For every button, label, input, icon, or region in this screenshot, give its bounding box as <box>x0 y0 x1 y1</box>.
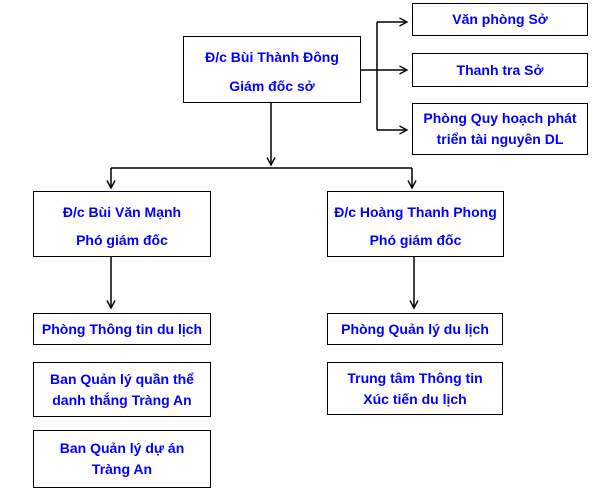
node-trung-tam-thong-tin: Trung tâm Thông tin Xúc tiến du lịch <box>327 362 503 415</box>
node-trung-tam-thong-tin-line2: Xúc tiến du lịch <box>363 390 467 407</box>
node-trung-tam-thong-tin-line1: Trung tâm Thông tin <box>347 369 483 386</box>
node-thanh-tra-so: Thanh tra Sở <box>412 53 588 87</box>
node-deputy-phong-title: Phó giám đốc <box>369 232 462 248</box>
node-deputy-phong-name: Đ/c Hoàng Thanh Phong <box>334 204 497 220</box>
node-deputy-manh-name: Đ/c Bùi Văn Mạnh <box>62 204 182 220</box>
node-phong-quy-hoach: Phòng Quy hoạch phát triển tài nguyên DL <box>412 103 588 155</box>
node-deputy-manh: Đ/c Bùi Văn Mạnh Phó giám đốc <box>33 191 211 257</box>
node-phong-thong-tin: Phòng Thông tin du lịch <box>33 313 211 345</box>
node-phong-quy-hoach-line2: triển tài nguyên DL <box>436 131 564 147</box>
node-deputy-phong: Đ/c Hoàng Thanh Phong Phó giám đốc <box>327 191 504 257</box>
node-thanh-tra-so-label: Thanh tra Sở <box>456 61 544 78</box>
node-van-phong-so: Văn phòng Sở <box>412 3 588 36</box>
node-ban-quan-ly-quan-the: Ban Quản lý quần thể danh thắng Tràng An <box>33 362 211 417</box>
node-ban-quan-ly-du-an-line1: Ban Quản lý dự án <box>59 440 185 456</box>
node-phong-thong-tin-label: Phòng Thông tin du lịch <box>41 320 203 337</box>
node-deputy-manh-title: Phó giám đốc <box>76 232 168 248</box>
node-ban-quan-ly-du-an: Ban Quản lý dự án Tràng An <box>33 430 211 488</box>
node-phong-quy-hoach-line1: Phòng Quy hoạch phát <box>423 110 577 126</box>
node-director-name: Đ/c Bùi Thành Đông <box>205 49 339 65</box>
node-ban-quan-ly-quan-the-line1: Ban Quản lý quần thể <box>50 370 194 387</box>
node-director-title: Giám đốc sở <box>229 78 315 94</box>
node-phong-quan-ly-label: Phòng Quản lý du lịch <box>341 320 489 337</box>
node-phong-quan-ly: Phòng Quản lý du lịch <box>327 313 503 345</box>
node-ban-quan-ly-du-an-line2: Tràng An <box>91 461 153 477</box>
node-van-phong-so-label: Văn phòng Sở <box>452 11 548 27</box>
node-ban-quan-ly-quan-the-line2: danh thắng Tràng An <box>52 391 192 408</box>
node-director: Đ/c Bùi Thành Đông Giám đốc sở <box>183 36 361 103</box>
